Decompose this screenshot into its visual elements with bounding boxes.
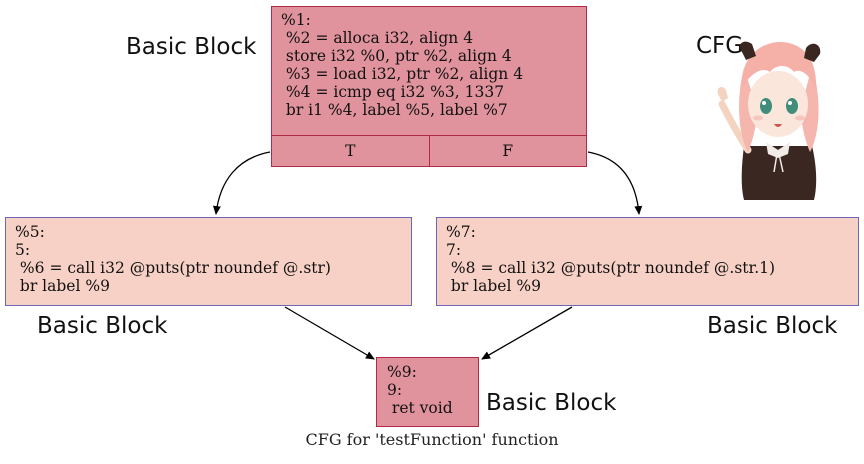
code-line: br label %9 bbox=[446, 277, 541, 295]
code-line: store i32 %0, ptr %2, align 4 bbox=[281, 47, 512, 65]
code-line: ret void bbox=[387, 399, 453, 417]
true-basic-block: %5:5: %6 = call i32 @puts(ptr noundef @.… bbox=[5, 217, 412, 306]
code-line: 7: bbox=[446, 241, 462, 259]
code-line: %4 = icmp eq i32 %3, 1337 bbox=[281, 83, 505, 101]
false-block-annotation: Basic Block bbox=[707, 313, 838, 339]
code-line: 5: bbox=[15, 241, 31, 259]
false-basic-block: %7:7: %8 = call i32 @puts(ptr noundef @.… bbox=[436, 217, 859, 306]
exit-basic-block: %9:9: ret void bbox=[376, 357, 479, 427]
false-block-code: %7:7: %8 = call i32 @puts(ptr noundef @.… bbox=[437, 218, 858, 295]
false-port: F bbox=[428, 136, 587, 166]
entry-block-annotation: Basic Block bbox=[126, 34, 257, 60]
diagram-caption: CFG for 'testFunction' function bbox=[305, 430, 559, 449]
code-line: 9: bbox=[387, 381, 403, 399]
code-line: %2 = alloca i32, align 4 bbox=[281, 29, 474, 47]
edge-true bbox=[212, 151, 271, 215]
code-line: br i1 %4, label %5, label %7 bbox=[281, 101, 508, 119]
edge-false bbox=[587, 151, 643, 215]
code-line: %8 = call i32 @puts(ptr noundef @.str.1) bbox=[446, 259, 776, 277]
true-block-annotation: Basic Block bbox=[37, 313, 168, 339]
code-line: br label %9 bbox=[15, 277, 110, 295]
code-line: %3 = load i32, ptr %2, align 4 bbox=[281, 65, 524, 83]
true-port: T bbox=[345, 142, 356, 160]
cfg-annotation: CFG bbox=[696, 33, 744, 59]
edge-false-to-exit bbox=[481, 306, 573, 360]
code-line: %6 = call i32 @puts(ptr noundef @.str) bbox=[15, 259, 331, 277]
exit-block-annotation: Basic Block bbox=[486, 390, 617, 416]
true-block-code: %5:5: %6 = call i32 @puts(ptr noundef @.… bbox=[6, 218, 411, 295]
code-line: %9: bbox=[387, 363, 417, 381]
code-line: %5: bbox=[15, 223, 45, 241]
exit-block-code: %9:9: ret void bbox=[377, 358, 478, 417]
branch-ports: T F bbox=[272, 135, 586, 166]
code-line: %1: bbox=[281, 11, 311, 29]
code-line: %7: bbox=[446, 223, 476, 241]
edge-true-to-exit bbox=[284, 306, 375, 360]
entry-block-code: %1: %2 = alloca i32, align 4 store i32 %… bbox=[272, 7, 586, 119]
anime-girl-illustration bbox=[717, 41, 821, 200]
entry-basic-block: %1: %2 = alloca i32, align 4 store i32 %… bbox=[271, 6, 587, 167]
